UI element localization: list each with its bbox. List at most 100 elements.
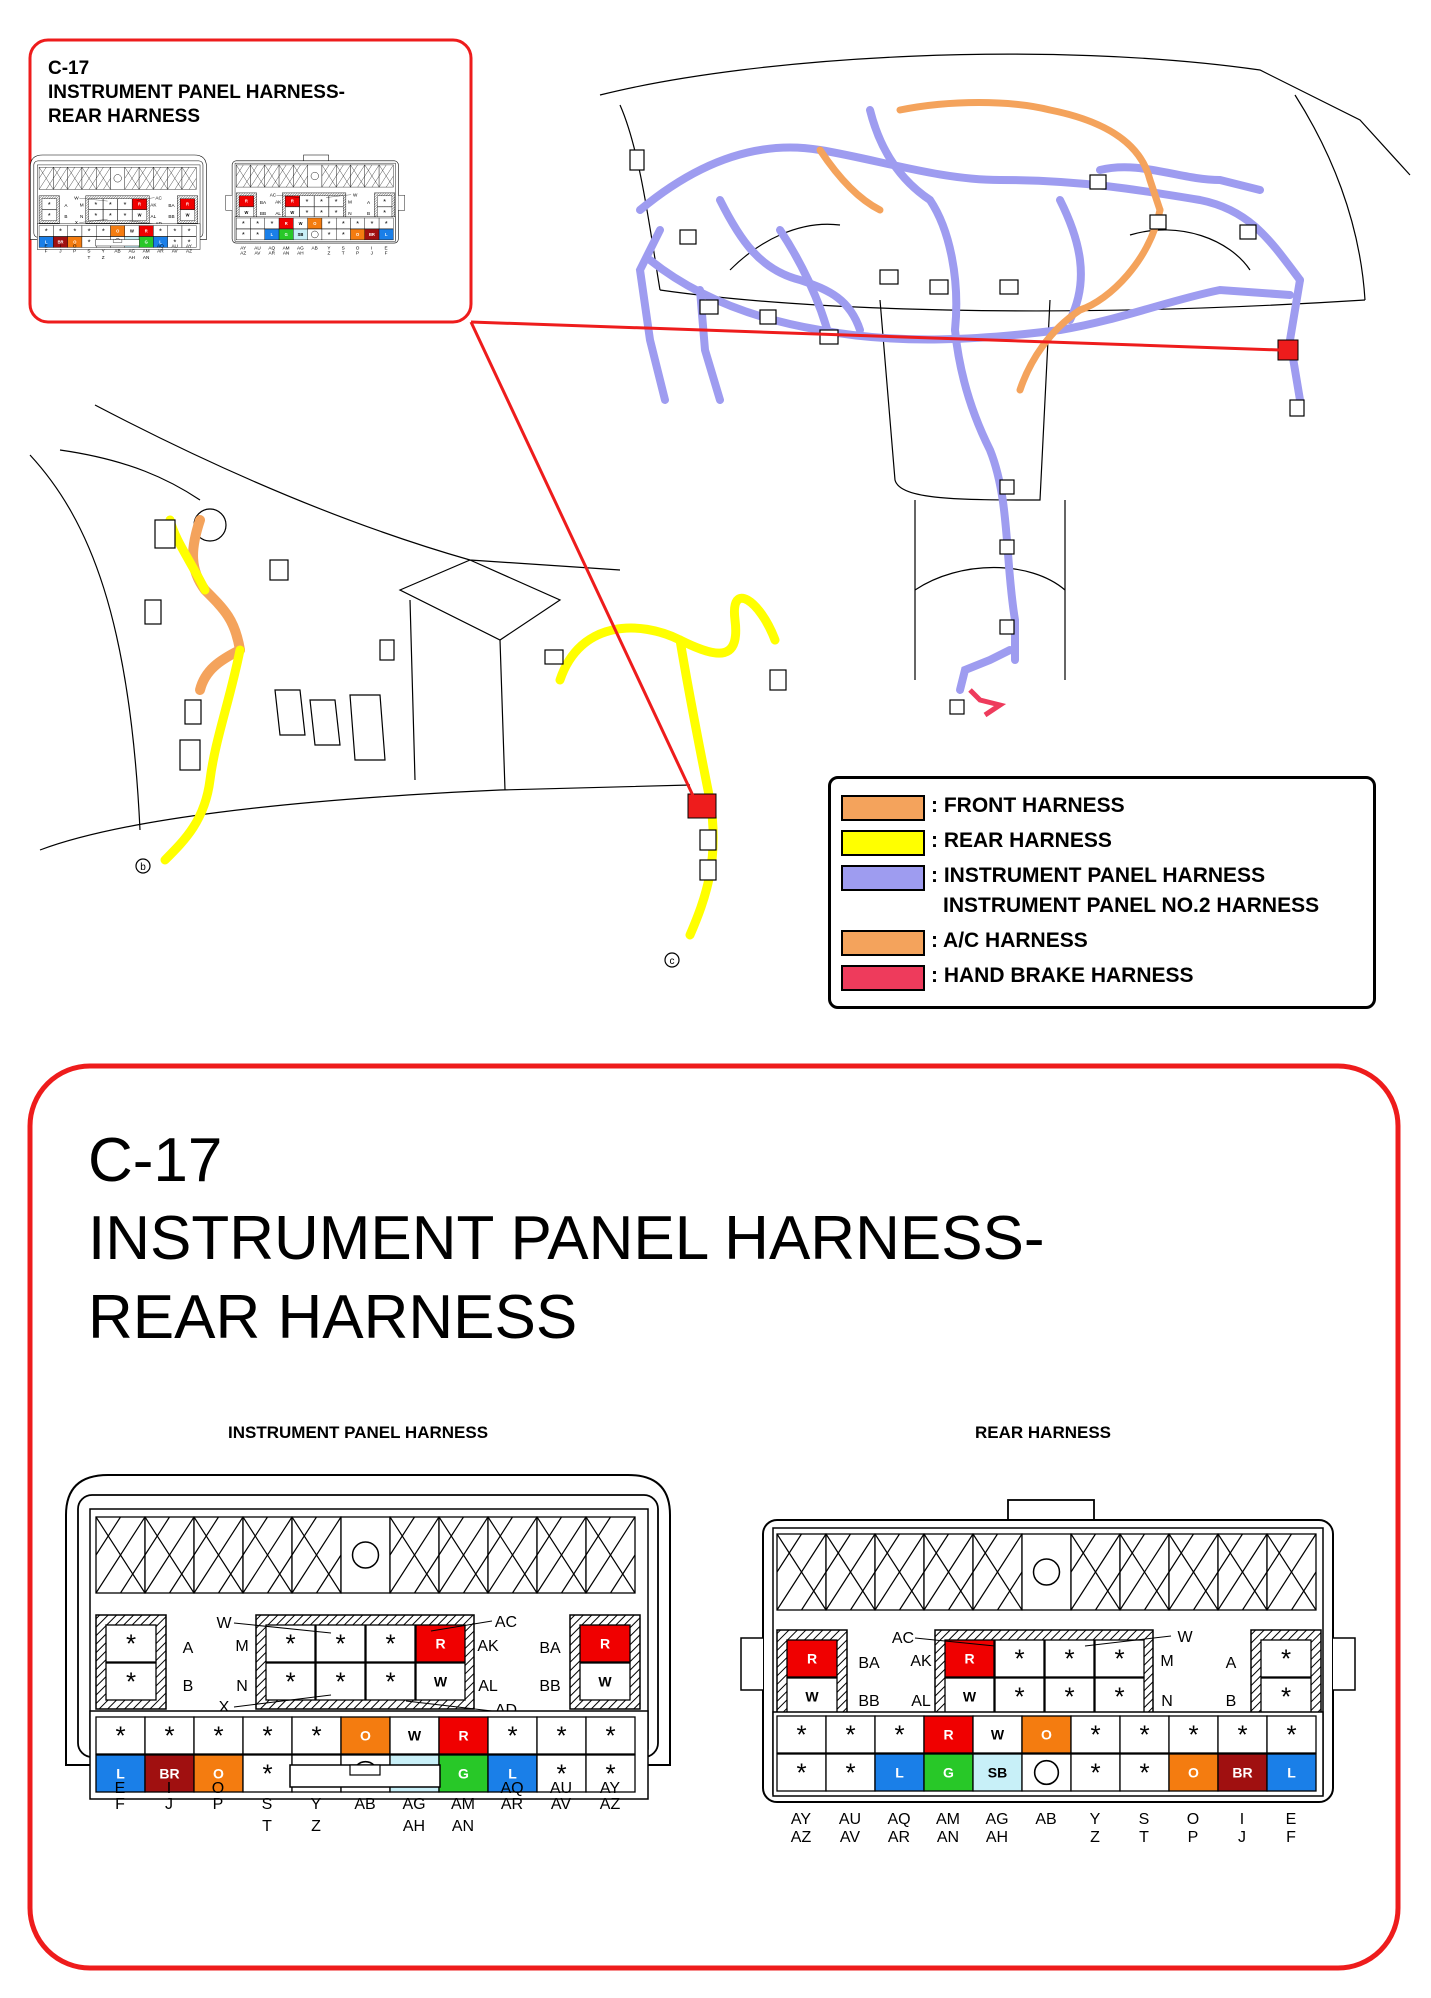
pin-label: AU bbox=[839, 1811, 861, 1828]
hand-brake-harness-wire bbox=[968, 688, 1007, 718]
pin-label: E bbox=[385, 245, 388, 250]
rear-pin-cell: * bbox=[1217, 1715, 1268, 1754]
ip-pin-cell: * bbox=[81, 236, 97, 248]
ip-pin-cell: * bbox=[365, 1624, 416, 1663]
ip-pin-cell: * bbox=[487, 1716, 538, 1755]
pin-label: AC bbox=[495, 1614, 517, 1631]
pin-label: I bbox=[167, 1780, 171, 1797]
rear-pin-cell: * bbox=[1094, 1677, 1145, 1716]
svg-text:*: * bbox=[1237, 1720, 1247, 1750]
legend-text: : HAND BRAKE HARNESS bbox=[931, 964, 1194, 987]
ip-pin-cell: * bbox=[167, 225, 183, 237]
pin-label: AN bbox=[452, 1818, 474, 1835]
pin-label: B bbox=[183, 1678, 194, 1695]
svg-text:*: * bbox=[556, 1759, 566, 1789]
pin-label: Z bbox=[1090, 1829, 1100, 1846]
rear-pin-cell: R bbox=[786, 1639, 838, 1678]
ip-pin-cell: * bbox=[315, 1662, 366, 1701]
svg-text:*: * bbox=[256, 219, 259, 228]
pin-label: Y bbox=[1090, 1811, 1101, 1828]
pin-label: E bbox=[1286, 1811, 1297, 1828]
svg-text:R: R bbox=[600, 1636, 610, 1652]
ip-pin-cell: O bbox=[193, 1754, 244, 1793]
svg-text:*: * bbox=[102, 227, 105, 236]
pin-label: AQ bbox=[887, 1811, 910, 1828]
pin-label: M bbox=[235, 1638, 248, 1655]
svg-text:W: W bbox=[290, 210, 294, 215]
svg-text:*: * bbox=[126, 1629, 136, 1659]
svg-text:BR: BR bbox=[1232, 1765, 1252, 1781]
svg-text:*: * bbox=[109, 200, 112, 209]
pin-label: BA bbox=[260, 200, 267, 205]
rear-pin-cell: W bbox=[972, 1715, 1023, 1754]
svg-text:L: L bbox=[271, 232, 274, 237]
pin-label: S bbox=[262, 1796, 273, 1813]
ip-pin-cell: * bbox=[53, 225, 68, 237]
inset-connector-id: C-17 bbox=[48, 58, 90, 79]
rear-pin-cell: BR bbox=[364, 228, 380, 241]
pin-label: AL bbox=[151, 214, 157, 219]
pin-label: AH bbox=[986, 1829, 1008, 1846]
rear-pin-cell: BR bbox=[1217, 1753, 1268, 1792]
rear-pin-cell: * bbox=[1260, 1677, 1312, 1716]
pin-label: AU bbox=[550, 1780, 572, 1797]
svg-text:*: * bbox=[242, 230, 245, 239]
rear-pin-cell: W bbox=[944, 1677, 995, 1716]
svg-text:*: * bbox=[385, 1629, 395, 1659]
rear-pin-cell: O bbox=[1168, 1753, 1219, 1792]
c17-connector-location-floor bbox=[687, 793, 717, 819]
ip-pin-cell: R bbox=[138, 225, 154, 237]
pin-label: B bbox=[1226, 1693, 1237, 1710]
svg-text:*: * bbox=[605, 1759, 615, 1789]
svg-text:*: * bbox=[335, 1667, 345, 1697]
ip-pin-cell: W bbox=[124, 225, 140, 237]
rear-pin-cell: * bbox=[1070, 1715, 1121, 1754]
rear-pin-cell: R bbox=[923, 1715, 974, 1754]
svg-text:R: R bbox=[245, 199, 248, 204]
pin-label: P bbox=[213, 1796, 224, 1813]
legend-text: : REAR HARNESS bbox=[931, 829, 1112, 852]
pin-label: N bbox=[1161, 1693, 1173, 1710]
svg-text:*: * bbox=[285, 1629, 295, 1659]
svg-text:*: * bbox=[356, 219, 359, 228]
svg-text:*: * bbox=[242, 219, 245, 228]
pin-label: S bbox=[342, 245, 345, 250]
pin-label: Y bbox=[327, 245, 330, 250]
svg-text:W: W bbox=[991, 1727, 1005, 1743]
svg-text:R: R bbox=[807, 1651, 817, 1667]
rear-pin-cell bbox=[1021, 1753, 1072, 1792]
pin-label: W bbox=[74, 196, 79, 201]
rear-pin-cell: * bbox=[236, 228, 251, 241]
pin-label: S bbox=[1139, 1811, 1150, 1828]
svg-text:*: * bbox=[173, 227, 176, 236]
pin-label: E bbox=[115, 1780, 126, 1797]
svg-text:*: * bbox=[88, 227, 91, 236]
pin-label: N bbox=[80, 214, 83, 219]
ip-pin-cell: W bbox=[579, 1662, 631, 1701]
svg-text:W: W bbox=[434, 1674, 448, 1690]
rear-pin-cell: * bbox=[336, 217, 351, 229]
ip-pin-cell: R bbox=[579, 1624, 631, 1663]
rear-pin-cell: L bbox=[874, 1753, 925, 1792]
svg-text:*: * bbox=[320, 208, 323, 217]
rear-pin-cell: * bbox=[378, 217, 394, 229]
rear-pin-cell: * bbox=[825, 1715, 876, 1754]
svg-text:O: O bbox=[313, 221, 316, 226]
svg-text:*: * bbox=[335, 1629, 345, 1659]
pin-label: AH bbox=[297, 251, 303, 256]
svg-text:*: * bbox=[383, 197, 386, 206]
svg-text:W: W bbox=[138, 213, 142, 218]
pin-label: F bbox=[45, 248, 48, 253]
svg-text:O: O bbox=[1188, 1765, 1199, 1781]
rear-pin-cell: R bbox=[278, 217, 294, 229]
pin-label: T bbox=[88, 255, 91, 260]
callout-line-dash bbox=[470, 320, 1281, 352]
svg-text:SB: SB bbox=[988, 1765, 1007, 1781]
svg-text:*: * bbox=[164, 1721, 174, 1751]
rear-pin-cell: * bbox=[299, 206, 315, 218]
svg-text:*: * bbox=[385, 1667, 395, 1697]
ip-pin-cell: * bbox=[67, 225, 83, 237]
svg-text:*: * bbox=[59, 227, 62, 236]
svg-text:L: L bbox=[159, 240, 162, 245]
pin-label: BB bbox=[260, 211, 266, 216]
